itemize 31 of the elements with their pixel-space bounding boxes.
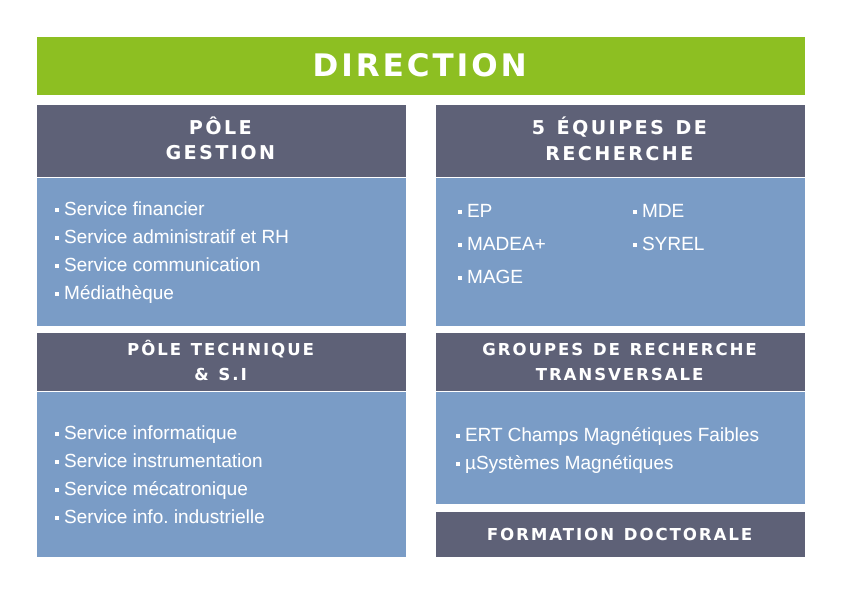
section-panel [37, 178, 406, 326]
title-band [37, 37, 805, 95]
list-item: MAGE [467, 266, 523, 288]
list-item: µSystèmes Magnétiques [465, 453, 674, 475]
section-panel [37, 392, 406, 557]
list-item: Service instrumentation [64, 451, 263, 473]
heading: PÔLE TECHNIQUE & S.I [126, 338, 317, 386]
list-item: SYREL [642, 234, 704, 256]
section-header [37, 333, 406, 391]
list-item: ERT Champs Magnétiques Faibles [465, 425, 759, 447]
section-header [436, 512, 805, 557]
heading: 5 ÉQUIPES DE RECHERCHE [530, 115, 710, 167]
section-header [436, 333, 805, 391]
list-item: Service mécatronique [64, 479, 248, 501]
list-item: Médiathèque [64, 283, 174, 305]
list-item: EP [467, 200, 492, 222]
list-item: Service informatique [64, 423, 238, 445]
list-item: Service communication [64, 255, 260, 277]
list-item: MADEA+ [467, 234, 546, 256]
section-header [37, 105, 406, 177]
heading: GROUPES DE RECHERCHE TRANSVERSALE [481, 339, 760, 386]
section-panel [436, 178, 805, 326]
heading: PÔLE GESTION [164, 116, 278, 166]
section-header [436, 105, 805, 177]
list-item: Service administratif et RH [64, 227, 289, 249]
heading: FORMATION DOCTORALE [486, 524, 754, 546]
list-item: MDE [642, 200, 684, 222]
heading: DIRECTION [312, 48, 530, 84]
section-panel [436, 392, 805, 504]
list-item: Service info. industrielle [64, 507, 265, 529]
list-item: Service financier [64, 199, 204, 221]
